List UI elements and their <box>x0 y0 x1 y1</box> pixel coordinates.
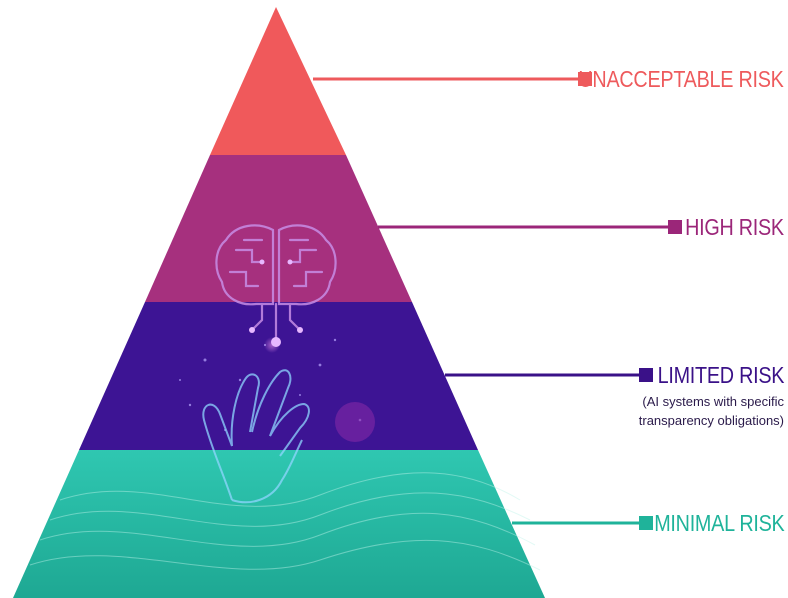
limited-risk-note-line-2: transparency obligations) <box>638 413 784 428</box>
label-limited-risk: LIMITED RISK <box>657 362 784 388</box>
glow-orb <box>335 402 375 442</box>
label-high-risk: HIGH RISK <box>685 214 784 240</box>
label-unacceptable-risk: UNACCEPTABLE RISK <box>578 66 784 92</box>
tier-unacceptable-risk <box>210 7 346 155</box>
tier-high-risk <box>145 155 412 302</box>
connector-high <box>378 220 682 234</box>
hand-icon <box>202 369 310 504</box>
wave-lines <box>29 472 541 571</box>
limited-risk-note-line-1: (AI systems with specific <box>642 394 784 409</box>
label-minimal-risk: MINIMAL RISK <box>653 510 785 536</box>
brain-circuit-icon <box>215 224 337 342</box>
tier-minimal-risk <box>13 450 545 598</box>
circuit-nodes <box>249 259 303 347</box>
connector-minimal <box>512 516 653 530</box>
connector-limited <box>445 368 653 382</box>
connector-unacceptable <box>313 72 592 86</box>
tier-limited-risk <box>79 302 478 450</box>
